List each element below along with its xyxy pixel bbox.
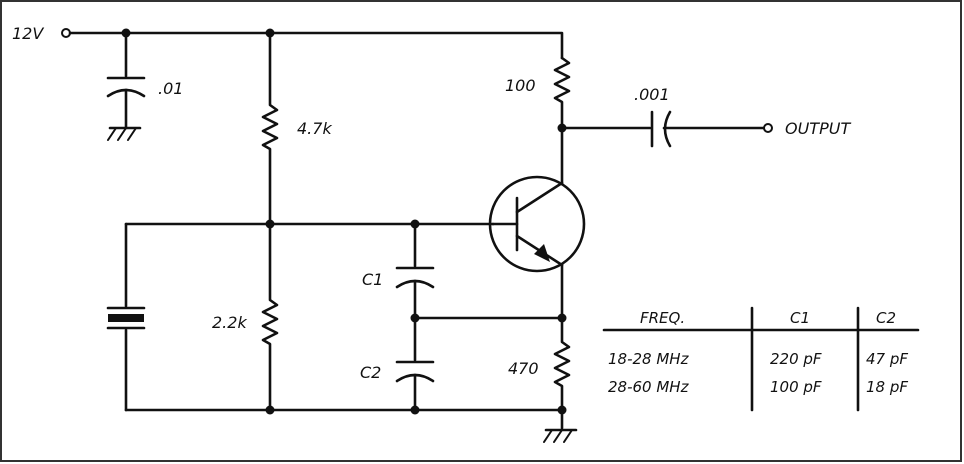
resistor-4-7k	[261, 31, 279, 226]
table-row-1-c2: 47 pF	[866, 350, 908, 368]
transistor-envelope	[488, 175, 586, 273]
emitter-arrow-icon	[534, 244, 550, 262]
supply-rail	[61, 28, 564, 60]
c1-label: C1	[362, 270, 383, 289]
resistor-2-2k	[261, 222, 279, 412]
resistor-470	[543, 263, 578, 443]
r-collector-value: 100	[505, 76, 536, 95]
r-top-value: 4.7k	[297, 119, 332, 138]
resistor-100	[553, 56, 571, 185]
output-label: OUTPUT	[785, 119, 851, 138]
table-row-1-c1: 220 pF	[770, 350, 822, 368]
table-row-2-c2: 18 pF	[866, 378, 908, 396]
c2-label: C2	[360, 363, 381, 382]
table-row-1-freq: 18-28 MHz	[608, 350, 690, 368]
table-header-freq: FREQ.	[640, 309, 685, 327]
table-header-c1: C1	[790, 309, 810, 327]
table-row-2-c1: 100 pF	[770, 378, 822, 396]
capacitor-c1	[395, 222, 435, 323]
ground-bus	[124, 405, 567, 415]
supply-label: 12V	[12, 24, 44, 43]
capacitor-c2	[395, 316, 435, 412]
ground-icon	[543, 428, 578, 443]
output-terminal	[763, 123, 773, 133]
ground-icon	[107, 126, 142, 141]
bypass-cap-value: .01	[158, 79, 183, 98]
npn-transistor	[488, 175, 586, 273]
output-cap-value: .001	[634, 85, 670, 104]
bypass-capacitor	[106, 31, 146, 141]
r-bottom-value: 2.2k	[212, 313, 247, 332]
crystal-body	[108, 314, 144, 322]
output-coupling	[560, 110, 773, 148]
r-emitter-value: 470	[508, 359, 539, 378]
crystal	[106, 222, 146, 412]
frequency-table: FREQ. C1 C2 18-28 MHz 220 pF 47 pF 28-60…	[602, 306, 920, 412]
table-row-2-freq: 28-60 MHz	[608, 378, 690, 396]
table-header-c2: C2	[876, 309, 896, 327]
base-bias-node	[124, 219, 495, 229]
